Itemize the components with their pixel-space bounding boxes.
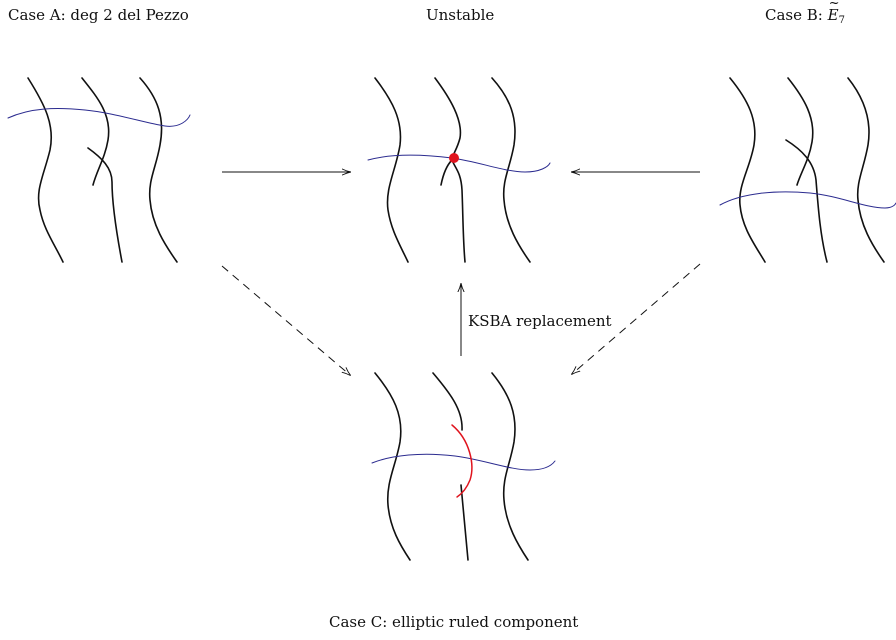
case-c-curve-3	[491, 372, 529, 561]
case-a-curve-2-lower	[87, 147, 123, 263]
dashed-arrow-b-to-c	[572, 263, 701, 374]
unstable-curve-3	[491, 77, 531, 263]
case-c-curve-2-upper	[432, 372, 463, 431]
case-b-curve-2-lower	[785, 139, 828, 263]
unstable-curve-2	[434, 77, 466, 263]
case-b-label: Case B: E7	[765, 0, 845, 30]
case-b-blue-curve	[719, 191, 896, 209]
case-c-curve-2-lower	[460, 484, 469, 561]
elliptic-ruled-component	[451, 424, 473, 498]
case-b-subscript: 7	[838, 15, 845, 26]
case-c-label: Case C: elliptic ruled component	[329, 613, 579, 631]
case-a-curve-2-upper	[81, 77, 110, 186]
case-a-blue-curve	[7, 108, 191, 127]
unstable-curve-2-branch	[440, 159, 453, 186]
case-c-blue-curve	[371, 453, 556, 471]
unstable-configuration	[367, 77, 551, 263]
unstable-blue-curve	[367, 154, 551, 173]
case-b-curve-3	[847, 77, 885, 263]
ksba-replacement-label: KSBA replacement	[468, 312, 612, 330]
singular-point	[449, 153, 459, 163]
case-b-curve-2-upper	[787, 77, 814, 186]
case-a-label: Case A: deg 2 del Pezzo	[8, 6, 189, 24]
case-c-configuration	[371, 372, 556, 561]
case-b-label-prefix: Case B:	[765, 6, 828, 24]
dashed-arrow-a-to-c	[221, 265, 350, 375]
case-a-configuration	[7, 77, 191, 263]
case-b-curve-1	[729, 77, 766, 263]
arrows	[221, 172, 701, 375]
case-b-configuration	[719, 77, 896, 263]
case-b-symbol: E	[828, 0, 840, 24]
unstable-curve-1	[374, 77, 409, 263]
unstable-label: Unstable	[426, 6, 495, 24]
case-c-curve-1	[374, 372, 411, 561]
case-a-curve-3	[139, 77, 178, 263]
case-a-curve-1	[27, 77, 64, 263]
